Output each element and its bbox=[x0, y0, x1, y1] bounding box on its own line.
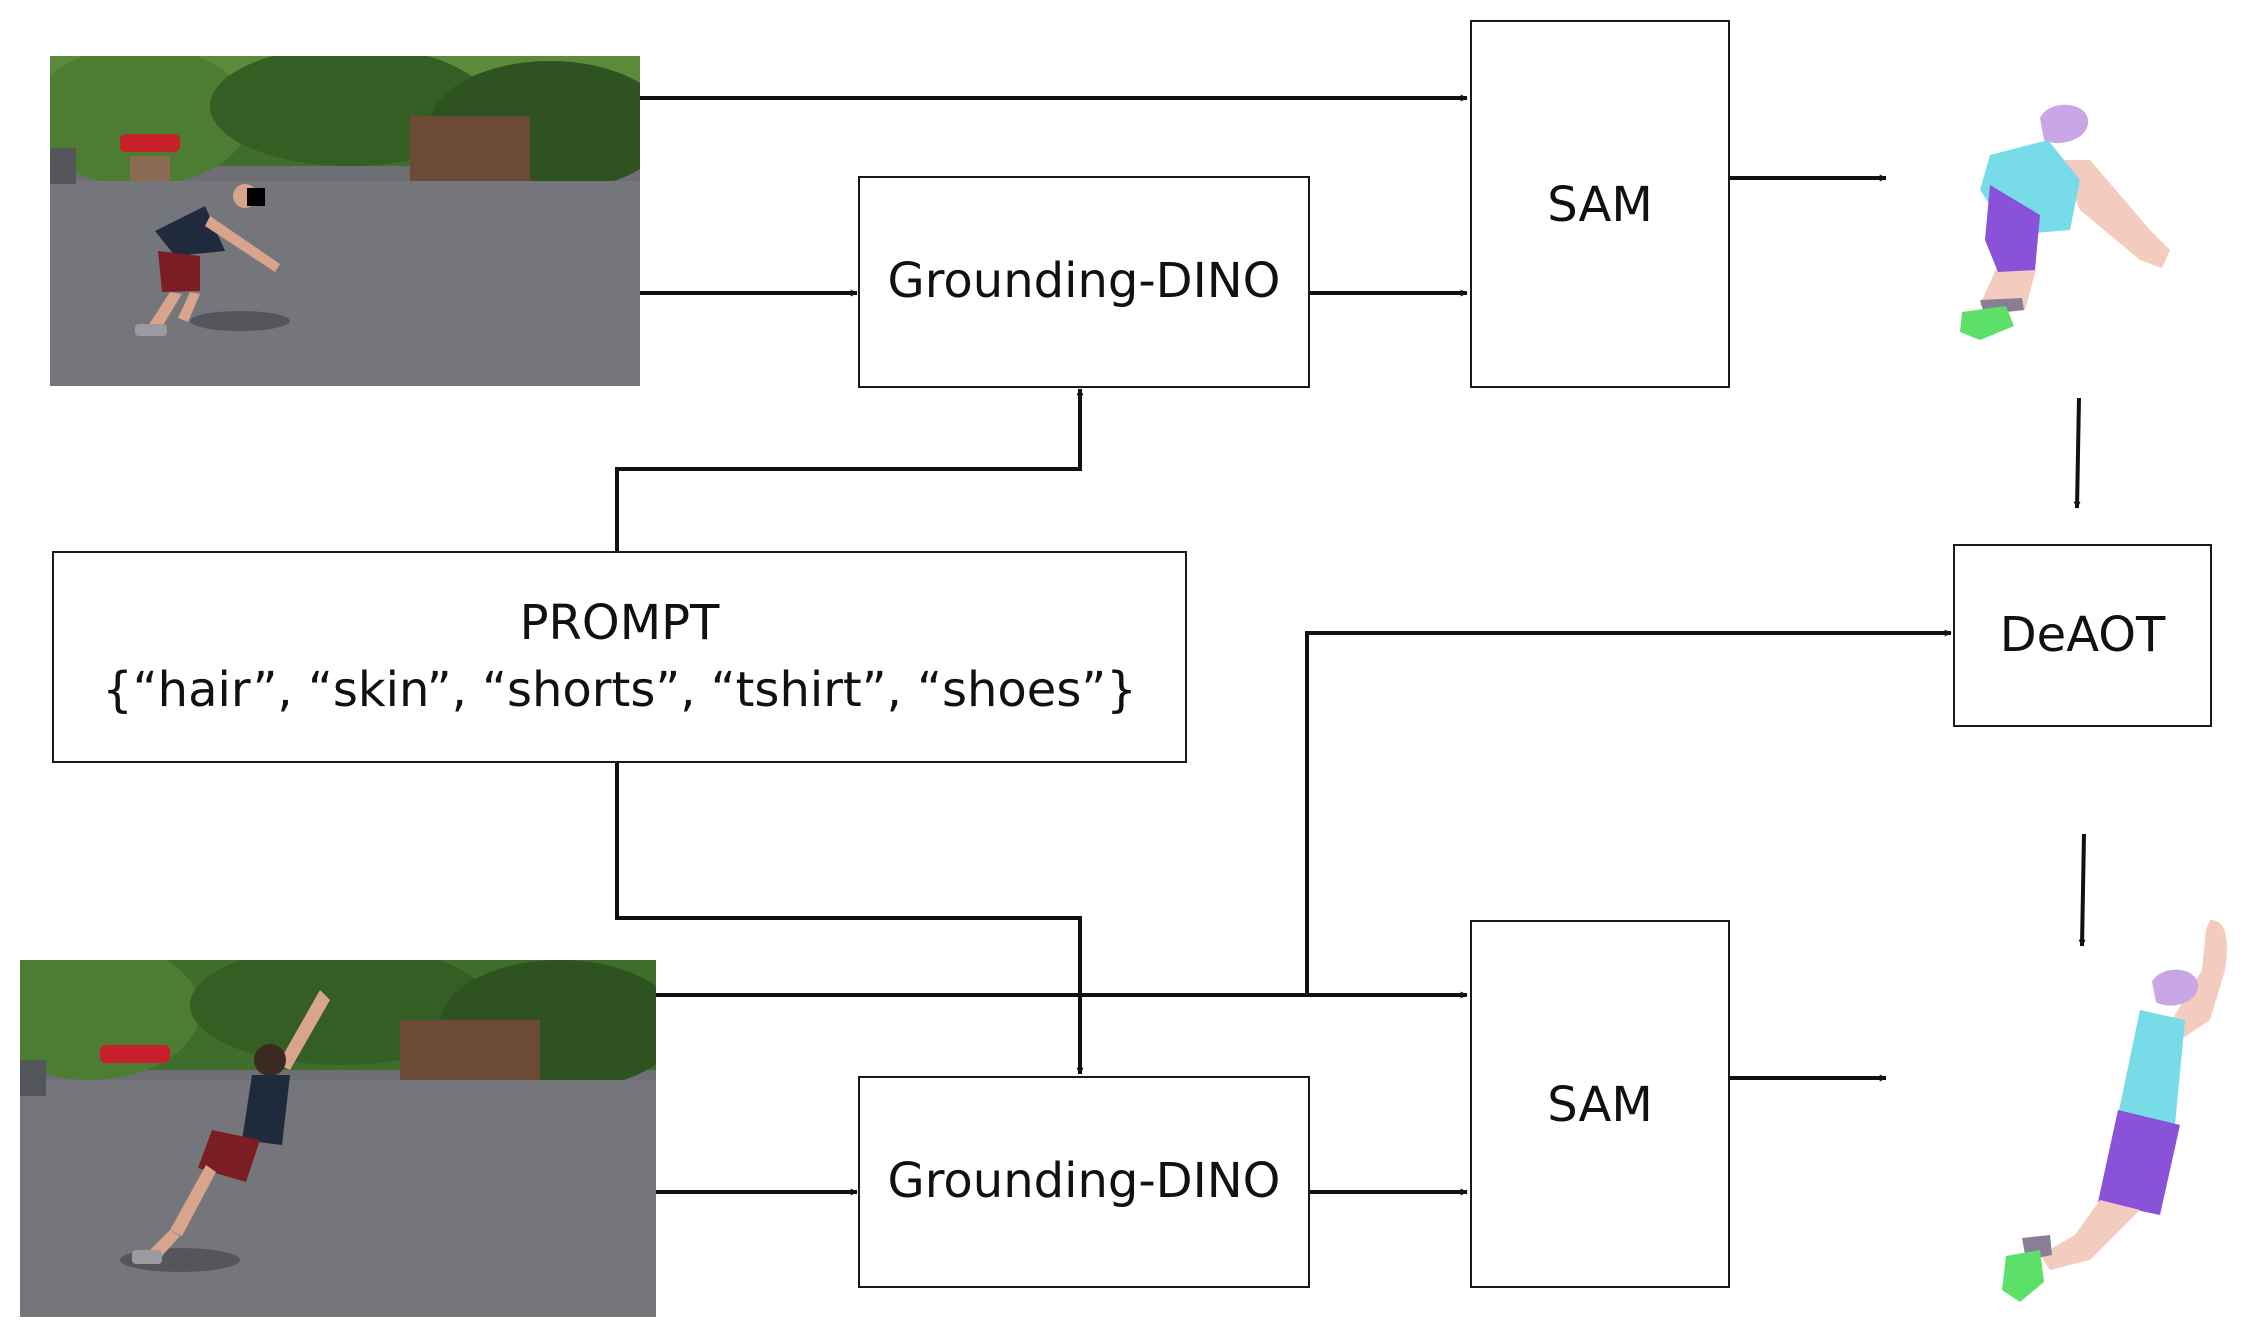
mask-top-shorts bbox=[1985, 185, 2040, 272]
gdino-bottom-label: Grounding-DINO bbox=[887, 1153, 1281, 1210]
arrow-frame-bottom-to-deaot bbox=[1305, 629, 1952, 995]
gdino-top-box: Grounding-DINO bbox=[858, 176, 1310, 388]
sam-bottom-box: SAM bbox=[1470, 920, 1730, 1288]
mask-top bbox=[1940, 100, 2180, 360]
mask-top-skin-arm bbox=[2060, 160, 2170, 268]
prompt-title: PROMPT bbox=[519, 594, 720, 651]
sam-top-label: SAM bbox=[1547, 177, 1653, 233]
mask-bottom bbox=[1940, 910, 2250, 1315]
mask-top-shoes bbox=[1960, 306, 2014, 340]
mask-top-hair bbox=[2040, 104, 2089, 144]
arrow-prompt-to-gdino-top bbox=[615, 388, 1084, 551]
person-jumping bbox=[120, 990, 330, 1272]
sam-top-box: SAM bbox=[1470, 20, 1730, 388]
mask-bottom-skin-leg bbox=[2040, 1200, 2140, 1270]
gdino-top-label: Grounding-DINO bbox=[887, 253, 1281, 310]
prompt-box: PROMPT {“hair”, “skin”, “shorts”, “tshir… bbox=[52, 551, 1187, 763]
deaot-label: DeAOT bbox=[1999, 606, 2166, 663]
mask-bottom-hair bbox=[2152, 969, 2198, 1006]
prompt-classes: {“hair”, “skin”, “shorts”, “tshirt”, “sh… bbox=[102, 662, 1137, 718]
mask-bottom-shorts bbox=[2098, 1110, 2180, 1215]
mask-bottom-shoes bbox=[2002, 1250, 2044, 1302]
mask-bottom-tshirt bbox=[2118, 1010, 2185, 1125]
arrow-mask-top-to-deaot bbox=[2073, 397, 2081, 509]
gdino-bottom-box: Grounding-DINO bbox=[858, 1076, 1310, 1288]
mask-bottom-skin-arm bbox=[2172, 920, 2227, 1040]
frame-top bbox=[50, 56, 640, 386]
arrow-deaot-to-mask-bottom bbox=[2078, 833, 2086, 947]
arrow-prompt-to-gdino-bottom bbox=[615, 762, 1084, 1075]
person-crouching bbox=[135, 184, 290, 336]
deaot-box: DeAOT bbox=[1953, 544, 2212, 727]
frame-bottom bbox=[20, 960, 656, 1317]
sam-bottom-label: SAM bbox=[1547, 1077, 1653, 1133]
